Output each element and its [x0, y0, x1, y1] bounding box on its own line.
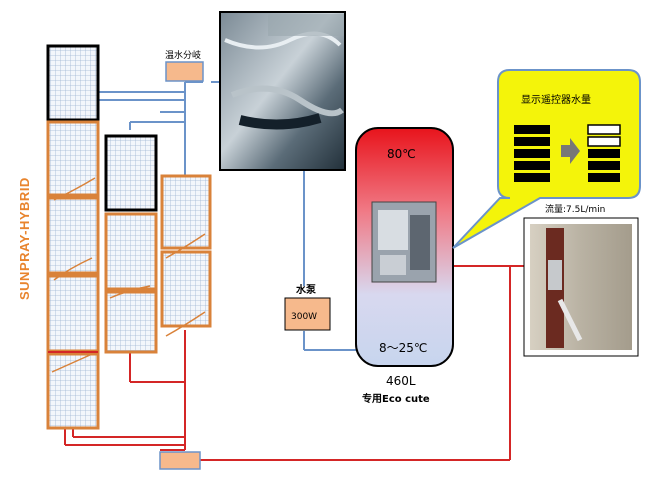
tank-photo — [371, 201, 437, 283]
right-arrow-icon — [561, 138, 580, 164]
manifold-label: 温水分岐 — [165, 49, 201, 61]
tank-top-temp: 80℃ — [387, 147, 416, 161]
pump-box — [284, 297, 331, 331]
pump-label: 水泵 — [295, 283, 317, 296]
roof-pipe-photo — [219, 11, 346, 171]
solar-panel — [104, 290, 158, 354]
solar-panel — [46, 352, 100, 430]
solar-panel — [46, 196, 100, 275]
tank-name: 专用Eco cute — [362, 392, 430, 405]
manifold-box — [165, 61, 204, 82]
water-level-meter-icon — [514, 125, 550, 182]
tank-volume: 460L — [386, 374, 416, 388]
brand-label: SUNPRAY-HYBRID — [17, 177, 32, 300]
water-level-meter-icon — [587, 124, 621, 182]
solar-panel — [160, 250, 212, 328]
hot-pipes — [64, 265, 525, 461]
solar-panel — [46, 44, 100, 122]
solar-panel — [46, 120, 100, 197]
callout-title: 显示遥控器水量 — [521, 93, 591, 106]
solar-panel — [104, 212, 158, 291]
pump-power: 300W — [291, 312, 317, 322]
tank-bottom-temp: 8～25℃ — [379, 341, 427, 355]
remote-display-callout: 显示遥控器水量 — [452, 69, 641, 249]
solar-panel — [104, 134, 158, 212]
flow-rate-label: 流量:7.5L/min — [545, 203, 605, 215]
hot-water-box — [159, 451, 201, 470]
solar-panel — [46, 274, 100, 353]
flow-pipe-photo — [523, 217, 639, 357]
solar-panel — [160, 174, 212, 250]
